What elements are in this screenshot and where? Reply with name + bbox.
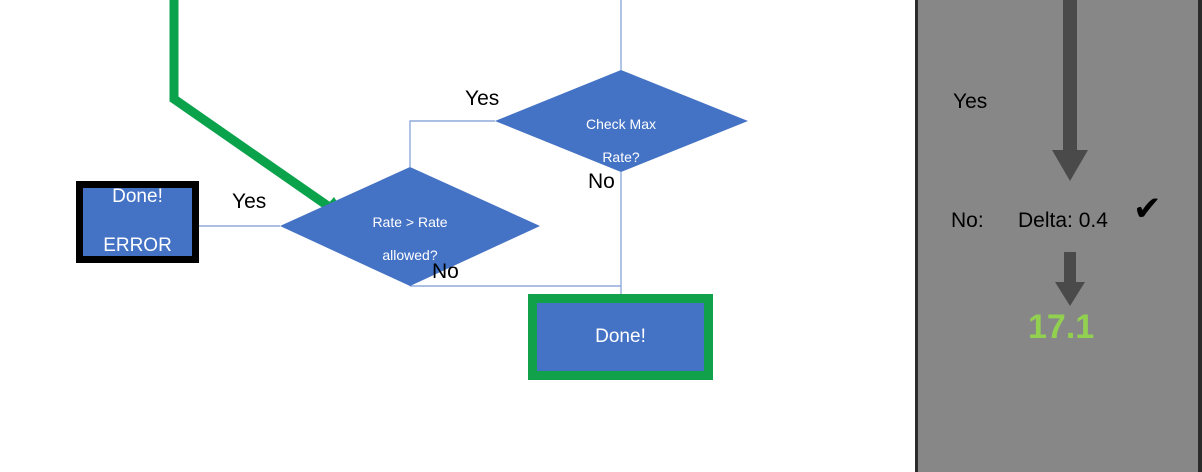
side-panel-result-value: 17.1	[1028, 308, 1095, 346]
down-arrow-long	[1052, 0, 1088, 181]
diamond-check-max-rate	[495, 70, 748, 172]
side-panel-no-label: No:	[951, 209, 984, 232]
node-done-error-label: Done! ERROR	[103, 160, 172, 283]
side-panel-yes-label: Yes	[953, 90, 988, 113]
side-panel-delta-value: Delta: 0.4	[1018, 209, 1108, 232]
node-done-error-line2: ERROR	[103, 235, 172, 257]
edge-label-no-from-max-rate: No	[588, 170, 615, 193]
side-panel-graphics	[1052, 0, 1088, 306]
edge-label-yes-to-rate-check: Yes	[465, 87, 500, 110]
node-done[interactable]: Done!	[528, 294, 713, 380]
green-highlight-arrow	[169, 0, 341, 217]
flowchart-panel: Check Max Rate? Rate > Rate allowed? Don…	[76, 0, 748, 380]
node-done-error-line1: Done!	[112, 185, 163, 207]
flowchart-graphics	[169, 0, 748, 294]
connector-yes-to-rate-check	[409, 120, 495, 167]
diamond-rate-gt-allowed	[280, 167, 540, 286]
node-done-error[interactable]: Done! ERROR	[76, 181, 199, 263]
edge-label-no-to-done: No	[432, 260, 459, 283]
node-done-label: Done!	[595, 326, 646, 347]
side-panel: Yes No: Delta: 0.4 ✔ 17.1	[915, 0, 1202, 472]
down-arrow-short	[1055, 252, 1085, 306]
edge-label-yes-to-error: Yes	[232, 190, 267, 213]
check-mark-icon: ✔	[1133, 190, 1162, 228]
